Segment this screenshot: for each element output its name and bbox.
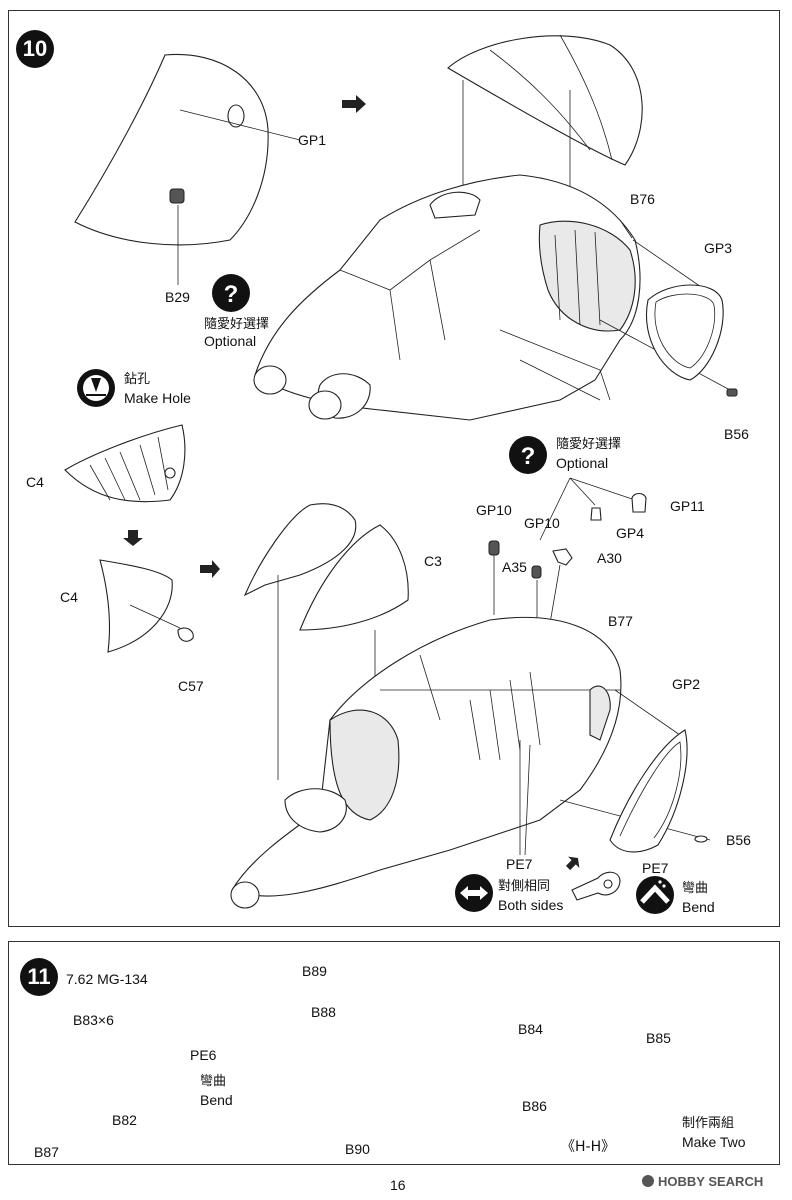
make-two-en: Make Two [682, 1134, 746, 1150]
fuselage-lower [231, 616, 622, 897]
c3-panel [243, 503, 357, 597]
label-b76: B76 [630, 191, 655, 207]
svg-text:?: ? [521, 443, 536, 470]
optional-1-en: Optional [204, 333, 257, 349]
label-a30: A30 [597, 550, 622, 566]
bend-10-en: Bend [682, 899, 715, 915]
label-pe7-b: PE7 [642, 860, 669, 876]
label-b82: B82 [112, 1112, 137, 1128]
make-hole-en: Make Hole [124, 390, 191, 406]
step10-number: 10 [16, 30, 54, 68]
label-b77: B77 [608, 613, 633, 629]
label-c4-bottom: C4 [60, 589, 78, 605]
label-pe7-a: PE7 [506, 856, 533, 872]
gp3-window [646, 284, 724, 381]
bend-10-zh: 彎曲 [682, 881, 709, 896]
gp2-window [609, 729, 688, 853]
c4-panel [99, 559, 173, 653]
both-sides-en: Both sides [498, 897, 564, 913]
svg-text:?: ? [224, 281, 239, 308]
label-gp2: GP2 [672, 676, 701, 692]
label-b29: B29 [165, 289, 190, 305]
label-gp10-a: GP10 [476, 502, 512, 518]
label-gp3: GP3 [704, 240, 733, 256]
label-gp10-b: GP10 [524, 515, 560, 531]
label-b56-bottom: B56 [726, 832, 751, 848]
label-b56-top: B56 [724, 426, 749, 442]
label-b86: B86 [522, 1098, 547, 1114]
canopy-glass [447, 35, 643, 166]
label-b88: B88 [311, 1004, 336, 1020]
optional-2-zh: 隨愛好選擇 [556, 437, 622, 452]
gp1-door [74, 53, 269, 246]
page-number: 16 [390, 1177, 406, 1193]
both-sides-zh: 對側相同 [498, 879, 551, 894]
label-c4-top: C4 [26, 474, 44, 490]
label-pe6: PE6 [190, 1047, 217, 1063]
label-b89: B89 [302, 963, 327, 979]
label-b84: B84 [518, 1021, 543, 1037]
make-two-zh: 制作兩組 [682, 1116, 735, 1131]
label-b85: B85 [646, 1030, 671, 1046]
label-gp11: GP11 [670, 498, 705, 514]
step11-panel [8, 941, 780, 1165]
label-c3: C3 [424, 553, 442, 569]
label-a35: A35 [502, 559, 527, 575]
step11-number: 11 [20, 958, 58, 996]
bend-11-en: Bend [200, 1092, 233, 1108]
bend-11-zh: 彎曲 [200, 1074, 227, 1089]
label-gp1: GP1 [298, 132, 327, 148]
make-hole-zh: 鉆孔 [124, 372, 151, 387]
watermark-text: HOBBY SEARCH [658, 1174, 764, 1189]
optional-1-zh: 隨愛好選擇 [204, 317, 270, 332]
step11-title: 7.62 MG-134 [66, 971, 148, 987]
label-hh: 《H-H》 [561, 1139, 616, 1155]
label-b87: B87 [34, 1144, 59, 1160]
label-b90: B90 [345, 1141, 370, 1157]
label-gp4: GP4 [616, 525, 645, 541]
label-b83: B83×6 [73, 1012, 114, 1028]
optional-2-en: Optional [556, 455, 609, 471]
label-c57: C57 [178, 678, 204, 694]
